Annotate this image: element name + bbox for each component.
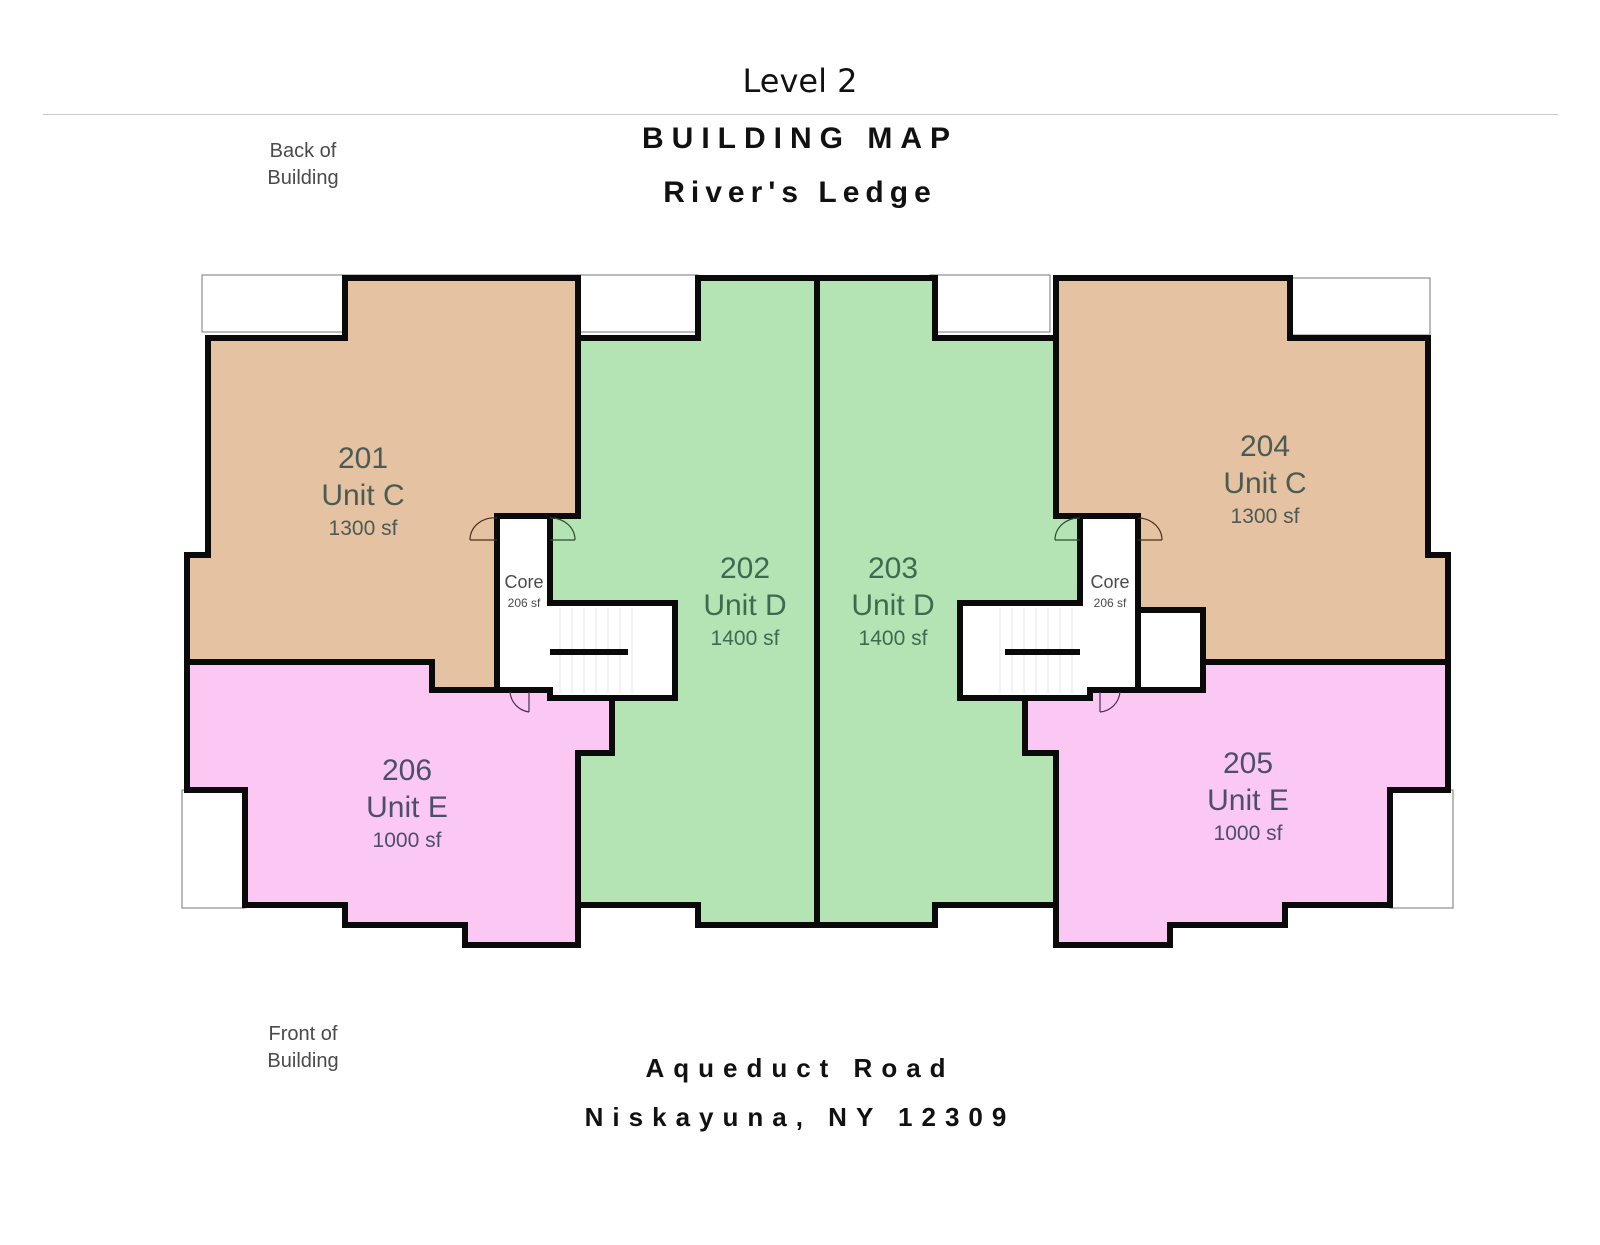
unit-type: Unit E xyxy=(1207,784,1289,817)
unit-number: 202 xyxy=(720,552,770,585)
unit-area: 1300 sf xyxy=(329,517,398,540)
back-label-line1: Back of xyxy=(269,140,337,162)
header-divider xyxy=(43,114,1558,115)
unit-number: 201 xyxy=(338,442,388,475)
address-city: Niskayuna, NY 12309 xyxy=(584,1102,1016,1132)
unit-number: 205 xyxy=(1223,747,1273,780)
unit-type: Unit C xyxy=(321,479,404,512)
unit-type: Unit C xyxy=(1223,467,1306,500)
core-right-name: Core xyxy=(1090,572,1129,592)
unit-area: 1300 sf xyxy=(1231,505,1300,528)
core-left-name: Core xyxy=(504,572,543,592)
unit-type: Unit D xyxy=(703,589,786,622)
core-right-area: 206 sf xyxy=(1094,596,1127,610)
door-swing-icon xyxy=(1099,691,1121,713)
unit-type: Unit D xyxy=(851,589,934,622)
core-left-area: 206 sf xyxy=(508,596,541,610)
front-label-line1: Front of xyxy=(268,1023,338,1045)
unit-205-label: 205 Unit E 1000 sf xyxy=(1207,747,1289,845)
unit-203-label: 203 Unit D 1400 sf xyxy=(851,552,934,650)
unit-number: 204 xyxy=(1240,430,1290,463)
door-swing-icon xyxy=(1054,517,1081,541)
unit-area: 1000 sf xyxy=(1214,822,1283,845)
back-of-building-label: Back of Building xyxy=(243,138,363,192)
door-swing-icon xyxy=(1137,517,1163,541)
unit-206-label: 206 Unit E 1000 sf xyxy=(366,754,448,852)
address-street: Aqueduct Road xyxy=(645,1053,955,1083)
unit-area: 1000 sf xyxy=(373,829,442,852)
core-right[interactable]: Core 206 sf xyxy=(957,513,1206,713)
door-swing-icon xyxy=(509,691,530,713)
unit-type: Unit E xyxy=(366,791,448,824)
front-label-line2: Building xyxy=(267,1050,339,1072)
door-swing-icon xyxy=(549,517,576,541)
unit-202-label: 202 Unit D 1400 sf xyxy=(703,552,786,650)
unit-204-label: 204 Unit C 1300 sf xyxy=(1223,430,1306,528)
front-of-building-label: Front of Building xyxy=(243,1021,363,1075)
unit-area: 1400 sf xyxy=(859,627,928,650)
door-swing-icon xyxy=(469,517,498,541)
unit-201-label: 201 Unit C 1300 sf xyxy=(321,442,404,540)
unit-area: 1400 sf xyxy=(711,627,780,650)
property-name: River's Ledge xyxy=(663,176,937,209)
back-label-line2: Building xyxy=(267,167,339,189)
page-title: BUILDING MAP xyxy=(642,122,958,155)
unit-number: 203 xyxy=(868,552,918,585)
level-title: Level 2 xyxy=(742,62,858,100)
core-left[interactable]: Core 206 sf xyxy=(469,513,678,713)
unit-number: 206 xyxy=(382,754,432,787)
